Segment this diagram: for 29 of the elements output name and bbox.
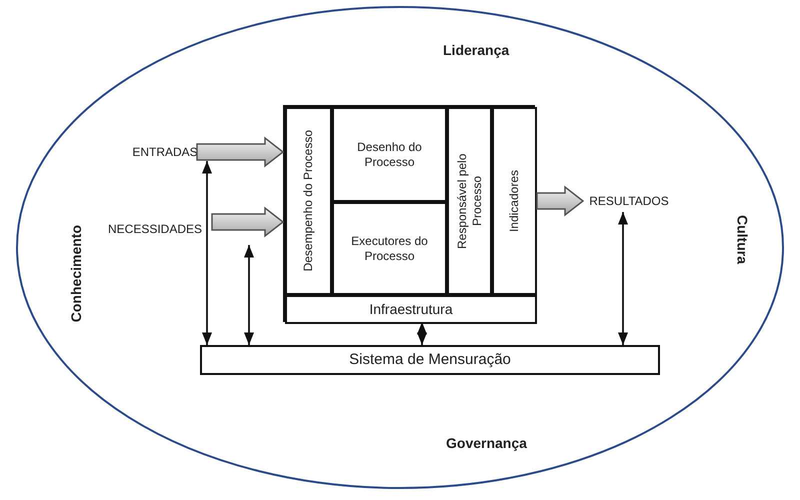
process-column bbox=[492, 107, 537, 295]
infrastructure-bar bbox=[285, 295, 537, 324]
double-arrow bbox=[244, 245, 254, 345]
cell-text: Desenho do Processo bbox=[356, 140, 423, 170]
block-arrow bbox=[211, 206, 284, 238]
cell-text: Indicadores bbox=[507, 170, 522, 232]
cell-text: Infraestrutura bbox=[369, 300, 453, 318]
region-label: Cultura bbox=[734, 215, 750, 264]
process-cell bbox=[332, 202, 447, 295]
double-arrow bbox=[618, 212, 628, 345]
cell-text: Desempenho do Processo bbox=[301, 130, 316, 272]
output-label: RESULTADOS bbox=[589, 194, 669, 208]
input-label: ENTRADAS bbox=[132, 144, 198, 160]
process-column bbox=[447, 107, 492, 295]
block-arrow bbox=[196, 136, 284, 168]
double-arrow bbox=[202, 161, 212, 345]
measurement-bar bbox=[200, 345, 660, 375]
double-arrow bbox=[416, 322, 428, 345]
region-label: Liderança bbox=[443, 42, 510, 60]
cell-text: Sistema de Mensuração bbox=[349, 350, 511, 370]
block-arrow bbox=[536, 185, 584, 217]
process-frame bbox=[283, 105, 535, 322]
process-cell bbox=[332, 107, 447, 202]
process-column bbox=[285, 107, 332, 295]
cell-text: Responsável pelo Processo bbox=[454, 152, 484, 251]
region-label: Governança bbox=[446, 435, 527, 452]
region-label: Conhecimento bbox=[68, 225, 85, 322]
input-label: NECESSIDADES bbox=[108, 222, 202, 236]
cell-text: Executores do Processo bbox=[350, 234, 429, 264]
